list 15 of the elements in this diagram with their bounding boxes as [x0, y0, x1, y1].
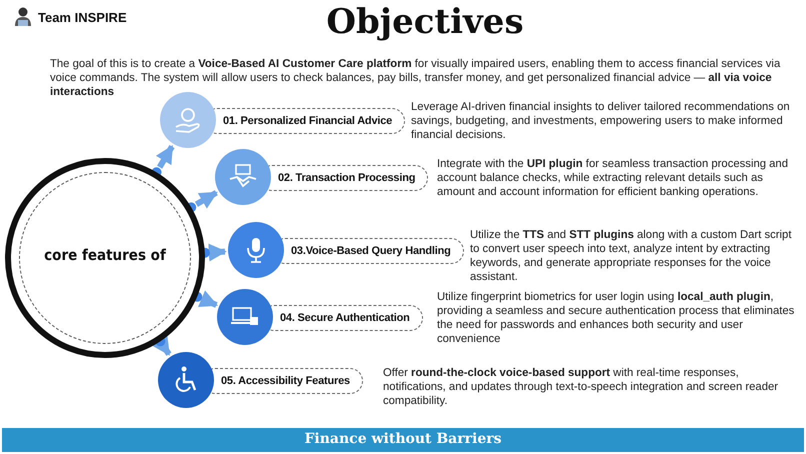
- feature-description: Utilize fingerprint biometrics for user login using local_auth plugin, providing a seamless and secure authentication process that eliminates the need for passwords and enhances both security and user convenience: [437, 290, 796, 346]
- arrow: [194, 190, 218, 209]
- feature-description: Utilize the TTS and STT plugins along with a custom Dart script to convert user speech into text, analyze intent by extracting keywords, and generate appropriate responses for the voice assistant.: [470, 228, 792, 284]
- arrow: [198, 290, 218, 308]
- arrow: [208, 244, 227, 262]
- feature-description: Leverage AI-driven financial insights to deliver tailored recommendations on savings, budgeting, and investments, empowering users to make informed financial decisions.: [411, 100, 791, 142]
- arrow: [152, 336, 172, 356]
- intro-paragraph: The goal of this is to create a Voice-Based AI Customer Care platform for visually impaired users, enabling them to access financial services via voice commands. The system will allow users to check balances, pay bills, transfer money, and get personalized financial advice — all via voice interactions: [50, 57, 782, 99]
- title: Objectives: [325, 2, 525, 42]
- arrow: [156, 145, 175, 169]
- feature-description: Integrate with the UPI plugin for seamless transaction processing and account balance checks, while extracting relevant details such as amount and account information for efficient banking operations.: [437, 157, 790, 199]
- feature-description: Offer round-the-clock voice-based support with real-time responses, notifications, and updates through text-to-speech integration and screen reader compatibility.: [383, 366, 780, 408]
- footer-text: Finance without Barriers: [303, 431, 502, 447]
- team-name: Team INSPIRE: [38, 10, 127, 25]
- core-circle-label: core features of: [43, 246, 167, 264]
